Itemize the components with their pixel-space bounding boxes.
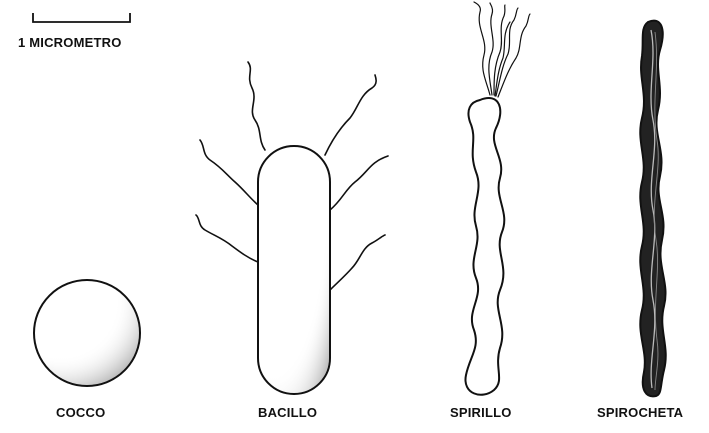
- bacillo-cell: [258, 146, 330, 394]
- bacillo-label: BACILLO: [258, 405, 317, 420]
- scale-bar: [33, 13, 130, 22]
- spirocheta-cell: [640, 21, 665, 397]
- spirillo-cell: [465, 98, 504, 395]
- scale-bar-label: 1 MICROMETRO: [18, 35, 122, 50]
- spirocheta-label: SPIROCHETA: [597, 405, 683, 420]
- cocco-cell: [34, 280, 140, 386]
- spirillo-label: SPIRILLO: [450, 405, 512, 420]
- spirillo-flagella: [474, 2, 530, 97]
- cocco-label: COCCO: [56, 405, 105, 420]
